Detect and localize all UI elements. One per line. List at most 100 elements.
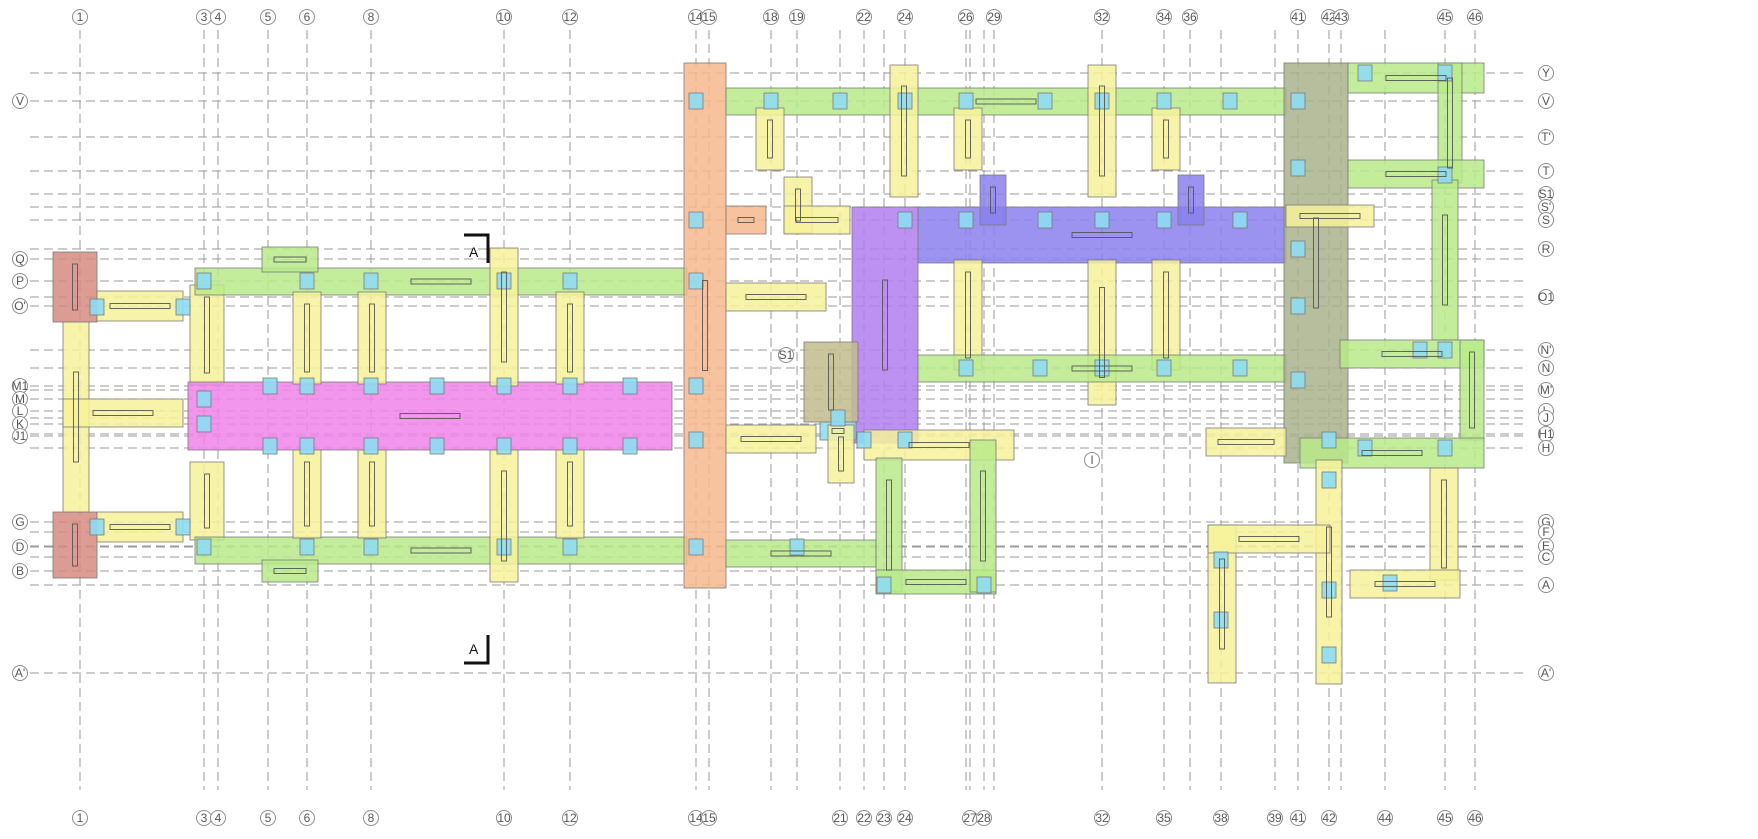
grid-bubble-left-hJ1: J1 bbox=[12, 428, 28, 444]
rebar-symbol bbox=[980, 470, 986, 562]
foundation-segment-yellow bbox=[96, 511, 184, 543]
foundation-segment-green bbox=[261, 246, 319, 273]
grid-bubble-bottom-v44-text: 44 bbox=[1378, 811, 1392, 825]
grid-bubble-bottom-v10-circle bbox=[496, 810, 512, 826]
grid-bubble-bottom-v45-text: 45 bbox=[1438, 811, 1452, 825]
grid-bubble-top-v43: 43 bbox=[1333, 9, 1349, 25]
junction-cap bbox=[1037, 211, 1053, 229]
grid-bubble-top-v6: 6 bbox=[299, 9, 315, 25]
grid-bubble-bottom-v27: 27 bbox=[962, 810, 978, 826]
grid-bubble-right-hS-circle bbox=[1538, 212, 1554, 228]
rebar-symbol bbox=[1326, 526, 1332, 618]
grid-bubble-top-v46-text: 46 bbox=[1468, 10, 1482, 24]
grid-bubble-bottom-v42-circle bbox=[1321, 810, 1337, 826]
foundation-segment-yellow bbox=[1285, 204, 1375, 228]
grid-bubble-bottom-v5-text: 5 bbox=[265, 811, 272, 825]
rebar-symbol bbox=[1447, 77, 1453, 169]
grid-bubble-bottom-v5-circle bbox=[260, 810, 276, 826]
section-label-bottom: A bbox=[469, 641, 479, 657]
grid-bubble-top-v42-text: 42 bbox=[1322, 10, 1336, 24]
grid-bubble-bottom-v14: 14 bbox=[688, 810, 704, 826]
grid-bubble-bottom-v3-text: 3 bbox=[201, 811, 208, 825]
grid-bubble-right-hN-text: N bbox=[1542, 361, 1551, 375]
grid-bubble-bottom-v1: 1 bbox=[72, 810, 88, 826]
grid-bubble-top-v36: 36 bbox=[1182, 9, 1198, 25]
grid-bubble-right-hS: S bbox=[1538, 212, 1554, 228]
grid-bubble-left-hP-circle bbox=[12, 273, 28, 289]
grid-bubble-bottom-v8-text: 8 bbox=[368, 811, 375, 825]
rebar-symbol bbox=[567, 461, 573, 527]
grid-bubble-bottom-v42: 42 bbox=[1321, 810, 1337, 826]
junction-cap bbox=[496, 377, 512, 395]
junction-cap bbox=[1437, 166, 1453, 184]
grid-bubble-top-v10-text: 10 bbox=[497, 10, 511, 24]
grid-bubble-right-hS-text: S bbox=[1542, 213, 1550, 227]
grid-bubble-inner-i-text: I bbox=[1090, 453, 1093, 467]
junction-cap bbox=[363, 272, 379, 290]
junction-cap bbox=[958, 359, 974, 377]
grid-bubble-bottom-v22: 22 bbox=[856, 810, 872, 826]
rebar-symbol bbox=[72, 523, 78, 567]
grid-bubble-bottom-v35: 35 bbox=[1156, 810, 1172, 826]
grid-bubble-right-hE-text: E bbox=[1542, 539, 1550, 553]
grid-bubble-right-hN2-circle bbox=[1538, 342, 1554, 358]
junction-cap bbox=[1156, 211, 1172, 229]
junction-cap bbox=[262, 377, 278, 395]
grid-bubble-top-v34: 34 bbox=[1156, 9, 1172, 25]
grid-bubble-left-hM1: M1 bbox=[12, 378, 29, 394]
grid-bubble-bottom-v10-text: 10 bbox=[497, 811, 511, 825]
junction-cap bbox=[363, 377, 379, 395]
grid-bubble-right-hV: V bbox=[1538, 93, 1554, 109]
grid-bubble-right-hE: E bbox=[1538, 538, 1554, 554]
grid-bubble-right-hT2-text: T' bbox=[1541, 130, 1551, 144]
rebar-symbol bbox=[1163, 271, 1169, 359]
grid-bubble-top-v24-text: 24 bbox=[898, 10, 912, 24]
grid-bubble-top-v45: 45 bbox=[1437, 9, 1453, 25]
junction-cap bbox=[1094, 92, 1110, 110]
grid-bubble-bottom-v35-text: 35 bbox=[1157, 811, 1171, 825]
grid-bubble-left-hA2: A' bbox=[12, 665, 28, 681]
rebar-symbol bbox=[204, 296, 210, 374]
grid-bubble-right-hR-circle bbox=[1538, 241, 1554, 257]
grid-bubble-top-v4-circle bbox=[210, 9, 226, 25]
grid-bubble-bottom-v39-text: 39 bbox=[1268, 811, 1282, 825]
grid-bubble-right-hO1-text: O1 bbox=[1538, 290, 1554, 304]
rebar-symbol bbox=[795, 217, 839, 223]
grid-bubble-top-v34-text: 34 bbox=[1157, 10, 1171, 24]
grid-bubble-left-hG: G bbox=[12, 514, 28, 530]
grid-bubble-top-v45-circle bbox=[1437, 9, 1453, 25]
grid-bubble-top-v4: 4 bbox=[210, 9, 226, 25]
grid-bubble-top-v29-circle bbox=[986, 9, 1002, 25]
grid-bubble-bottom-v46-circle bbox=[1467, 810, 1483, 826]
grid-bubble-top-v46: 46 bbox=[1467, 9, 1483, 25]
rebar-symbol bbox=[304, 461, 310, 527]
rebar-symbol bbox=[204, 473, 210, 529]
grid-bubble-bottom-v39-circle bbox=[1267, 810, 1283, 826]
junction-cap bbox=[1156, 359, 1172, 377]
grid-bubble-top-v12: 12 bbox=[562, 9, 578, 25]
foundation-segment-violet bbox=[1177, 174, 1205, 226]
foundation-segment-yellow bbox=[725, 424, 817, 454]
grid-bubble-top-v10: 10 bbox=[496, 9, 512, 25]
grid-bubble-right-hV-circle bbox=[1538, 93, 1554, 109]
grid-bubble-left-hM-text: M bbox=[15, 392, 25, 406]
foundation-segment-yellow bbox=[1429, 467, 1459, 581]
grid-bubble-top-v34-circle bbox=[1156, 9, 1172, 25]
grid-bubble-bottom-v12-text: 12 bbox=[563, 811, 577, 825]
grid-bubble-right-hV-text: V bbox=[1542, 94, 1550, 108]
grid-bubble-left-hB: B bbox=[12, 563, 28, 579]
grid-bubble-right-hY-text: Y bbox=[1542, 66, 1550, 80]
grid-bubble-left-hB-circle bbox=[12, 563, 28, 579]
grid-bubble-right-hR-text: R bbox=[1542, 242, 1551, 256]
grid-bubble-right-hY-circle bbox=[1538, 65, 1554, 81]
grid-bubble-top-v18-text: 18 bbox=[764, 10, 778, 24]
rebar-symbol bbox=[1374, 581, 1436, 587]
junction-cap bbox=[622, 437, 638, 455]
grid-bubble-left-hQ: Q bbox=[12, 251, 28, 267]
rebar-symbol bbox=[1163, 119, 1169, 159]
grid-bubble-right-hJ-circle bbox=[1538, 410, 1554, 426]
grid-bubble-left-hJ1-circle bbox=[12, 428, 28, 444]
rebar-symbol bbox=[1385, 75, 1447, 81]
foundation-segment-yellow bbox=[489, 449, 519, 583]
